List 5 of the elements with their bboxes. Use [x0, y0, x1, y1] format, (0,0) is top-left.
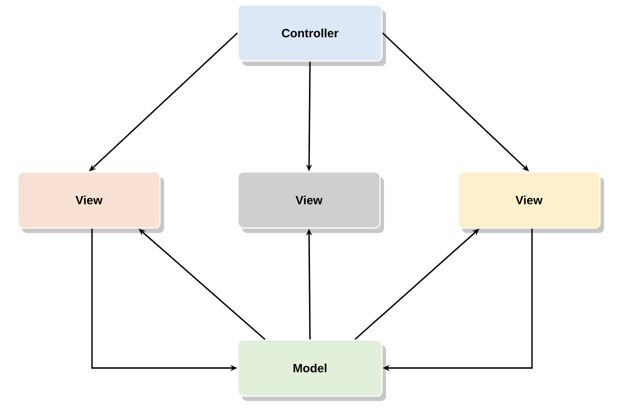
process-box: View — [237, 171, 384, 233]
process-box: Controller — [237, 4, 386, 66]
process-box: View — [457, 171, 604, 233]
process-box: View — [17, 171, 164, 233]
process-box: Model — [237, 339, 386, 401]
